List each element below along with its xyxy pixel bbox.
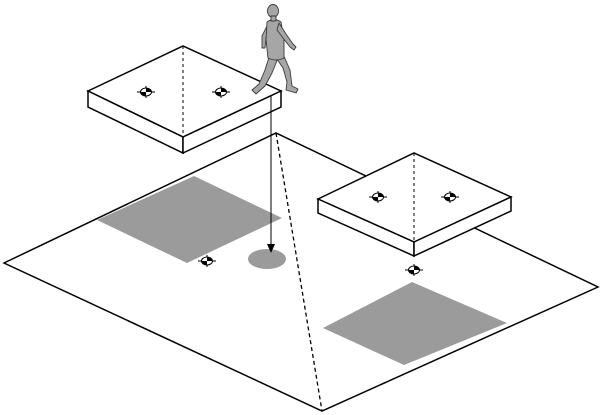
- projected-position-spot: [248, 249, 286, 269]
- crosshair-marker-icon: [198, 255, 216, 267]
- walking-person-icon: [251, 4, 299, 95]
- floor-plane: [2, 132, 600, 412]
- crosshair-marker-icon: [212, 86, 230, 98]
- gray-floor-panel-right: [323, 282, 507, 365]
- crosshair-marker-icon: [137, 86, 155, 98]
- raised-platform-left: [86, 45, 283, 155]
- floor-dashed-line: [275, 132, 323, 412]
- gray-floor-panel-left: [97, 176, 282, 263]
- crosshair-marker-icon: [369, 191, 387, 203]
- projection-arrowhead: [267, 244, 275, 253]
- raised-platform-right: [316, 152, 513, 258]
- crosshair-marker-icon: [441, 191, 459, 203]
- crosshair-marker-icon: [405, 264, 423, 276]
